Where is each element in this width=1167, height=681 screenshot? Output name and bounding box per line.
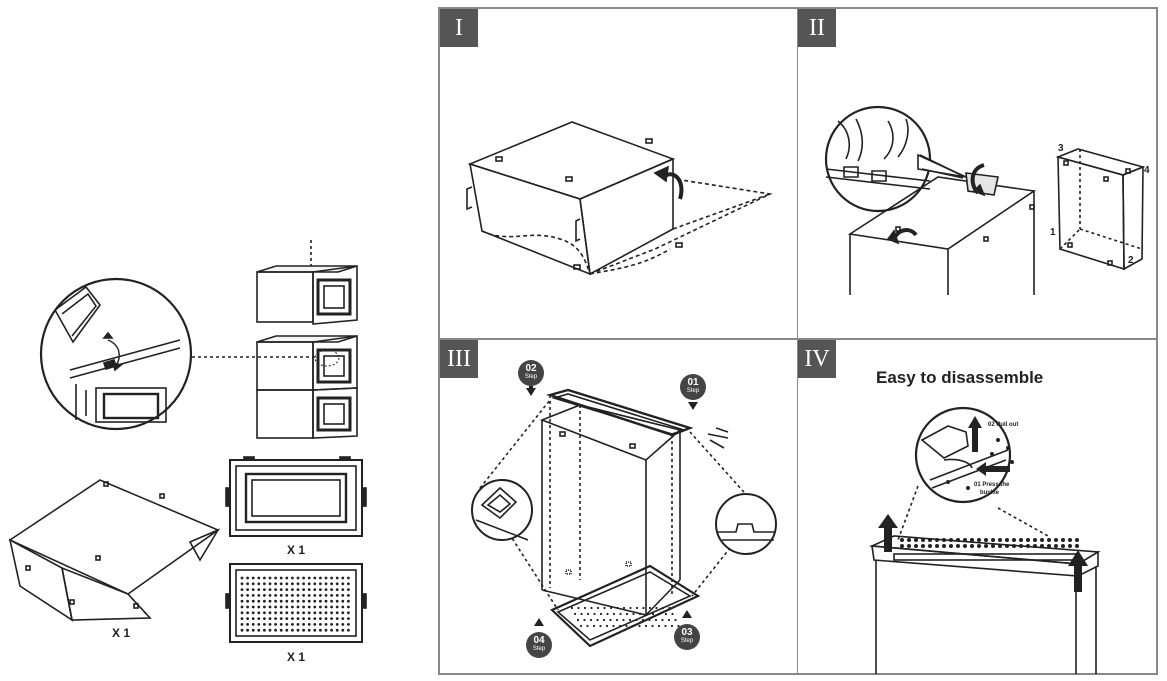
bottom-panel-illustration [225,563,367,643]
corner-label-1: 1 [1050,227,1056,238]
perforation-dots [570,606,680,628]
step-numeral-4: IV [798,340,836,378]
disassemble-title: Easy to disassemble [876,368,1044,387]
step-arrows [526,386,698,626]
front-panel-quantity: X 1 [287,543,306,557]
overview-section: X 1 X 1 X 1 [0,0,430,681]
press-buckle-callout-1: 01 Press the [974,482,1010,488]
single-box-illustration [256,265,358,325]
step-panel-4: IV Easy to disassemble [797,339,1158,675]
step-numeral-3: III [440,340,478,378]
stacked-boxes-illustration [256,335,358,439]
front-panel-illustration [225,456,367,537]
perforation-dots [900,538,1079,548]
overview-illustration [8,240,367,643]
fold-walls-illustration [466,121,773,276]
wall-panel-illustration [8,479,220,622]
clip-detail-magnifier [39,277,193,431]
step-panel-1: I [438,7,798,339]
corner-label-4: 4 [1144,165,1150,176]
attach-top-bottom-illustration [471,388,777,648]
step-numeral-2: II [798,9,836,47]
pull-out-callout: 02 Pull out [988,422,1019,428]
bottom-panel-quantity: X 1 [287,650,306,664]
corner-label-2: 2 [1128,255,1134,266]
corner-label-3: 3 [1058,143,1064,154]
step-panel-2: II [797,7,1158,339]
disassemble-illustration [868,406,1101,674]
wall-panel-quantity: X 1 [112,626,131,640]
press-buckle-callout-2: buckle [980,490,1000,496]
step-numeral-1: I [440,9,478,47]
step-panel-3: III [438,339,798,675]
perforation-dots [240,576,350,632]
join-walls-illustration [824,105,1146,295]
